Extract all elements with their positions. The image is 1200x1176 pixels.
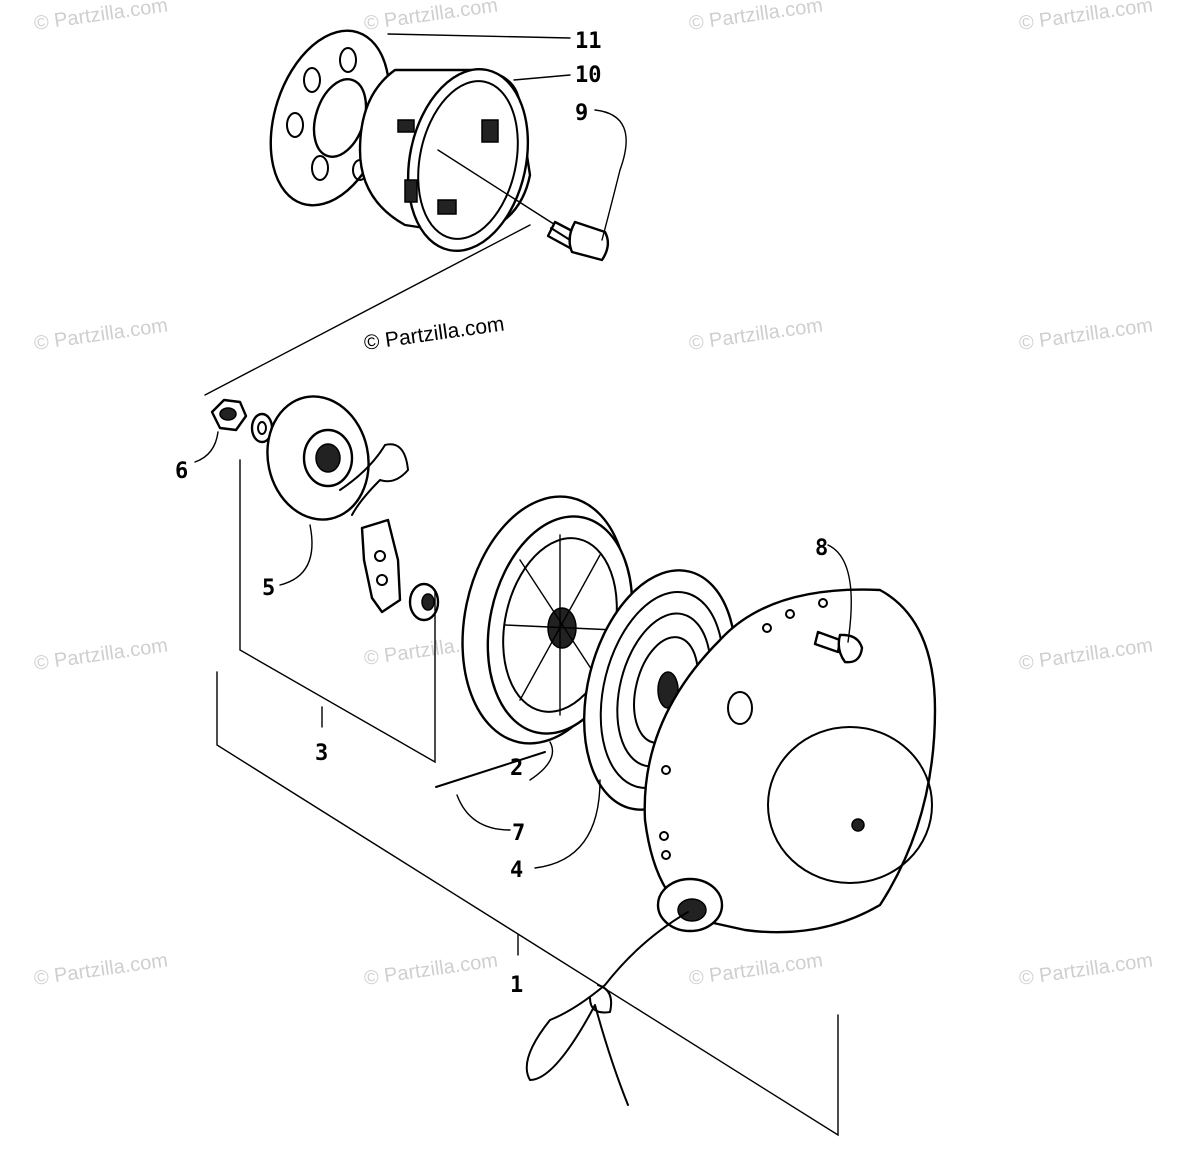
watermark: © Partzilla.com (1018, 0, 1155, 35)
callout-8: 8 (815, 536, 828, 561)
rope-part-7 (435, 751, 546, 788)
watermark: © Partzilla.com (33, 634, 170, 675)
callout-1: 1 (510, 973, 523, 998)
watermark: © Partzilla.com (1018, 949, 1155, 990)
callout-2: 2 (510, 756, 523, 781)
watermark: © Partzilla.com (688, 0, 825, 35)
main-watermark: © Partzilla.com (362, 312, 505, 354)
callout-5: 5 (262, 576, 275, 601)
callout-10: 10 (575, 63, 602, 88)
watermark: © Partzilla.com (363, 949, 500, 990)
watermark-grid: © Partzilla.com © Partzilla.com © Partzi… (33, 0, 1155, 990)
housing-part-1 (525, 588, 937, 1106)
callout-3: 3 (315, 741, 328, 766)
watermark: © Partzilla.com (1018, 634, 1155, 675)
watermark: © Partzilla.com (1018, 314, 1155, 355)
callout-6: 6 (175, 459, 188, 484)
watermark: © Partzilla.com (33, 314, 170, 355)
callout-4: 4 (510, 858, 523, 883)
leader-lines (194, 33, 852, 1137)
watermark: © Partzilla.com (33, 0, 170, 35)
callout-9: 9 (575, 101, 588, 126)
callout-labels: 11 10 9 6 5 8 3 2 7 4 1 (175, 29, 828, 998)
nut-part-6 (210, 398, 274, 444)
watermark: © Partzilla.com (688, 949, 825, 990)
bolt-part-9 (437, 149, 610, 262)
watermark: © Partzilla.com (33, 949, 170, 990)
watermark: © Partzilla.com (688, 314, 825, 355)
cup-part-10 (358, 68, 532, 252)
screw-part-8 (813, 630, 864, 664)
ratchet-part-5 (266, 395, 440, 622)
watermark: © Partzilla.com (363, 0, 500, 35)
callout-11: 11 (575, 29, 602, 54)
callout-7: 7 (512, 821, 525, 846)
